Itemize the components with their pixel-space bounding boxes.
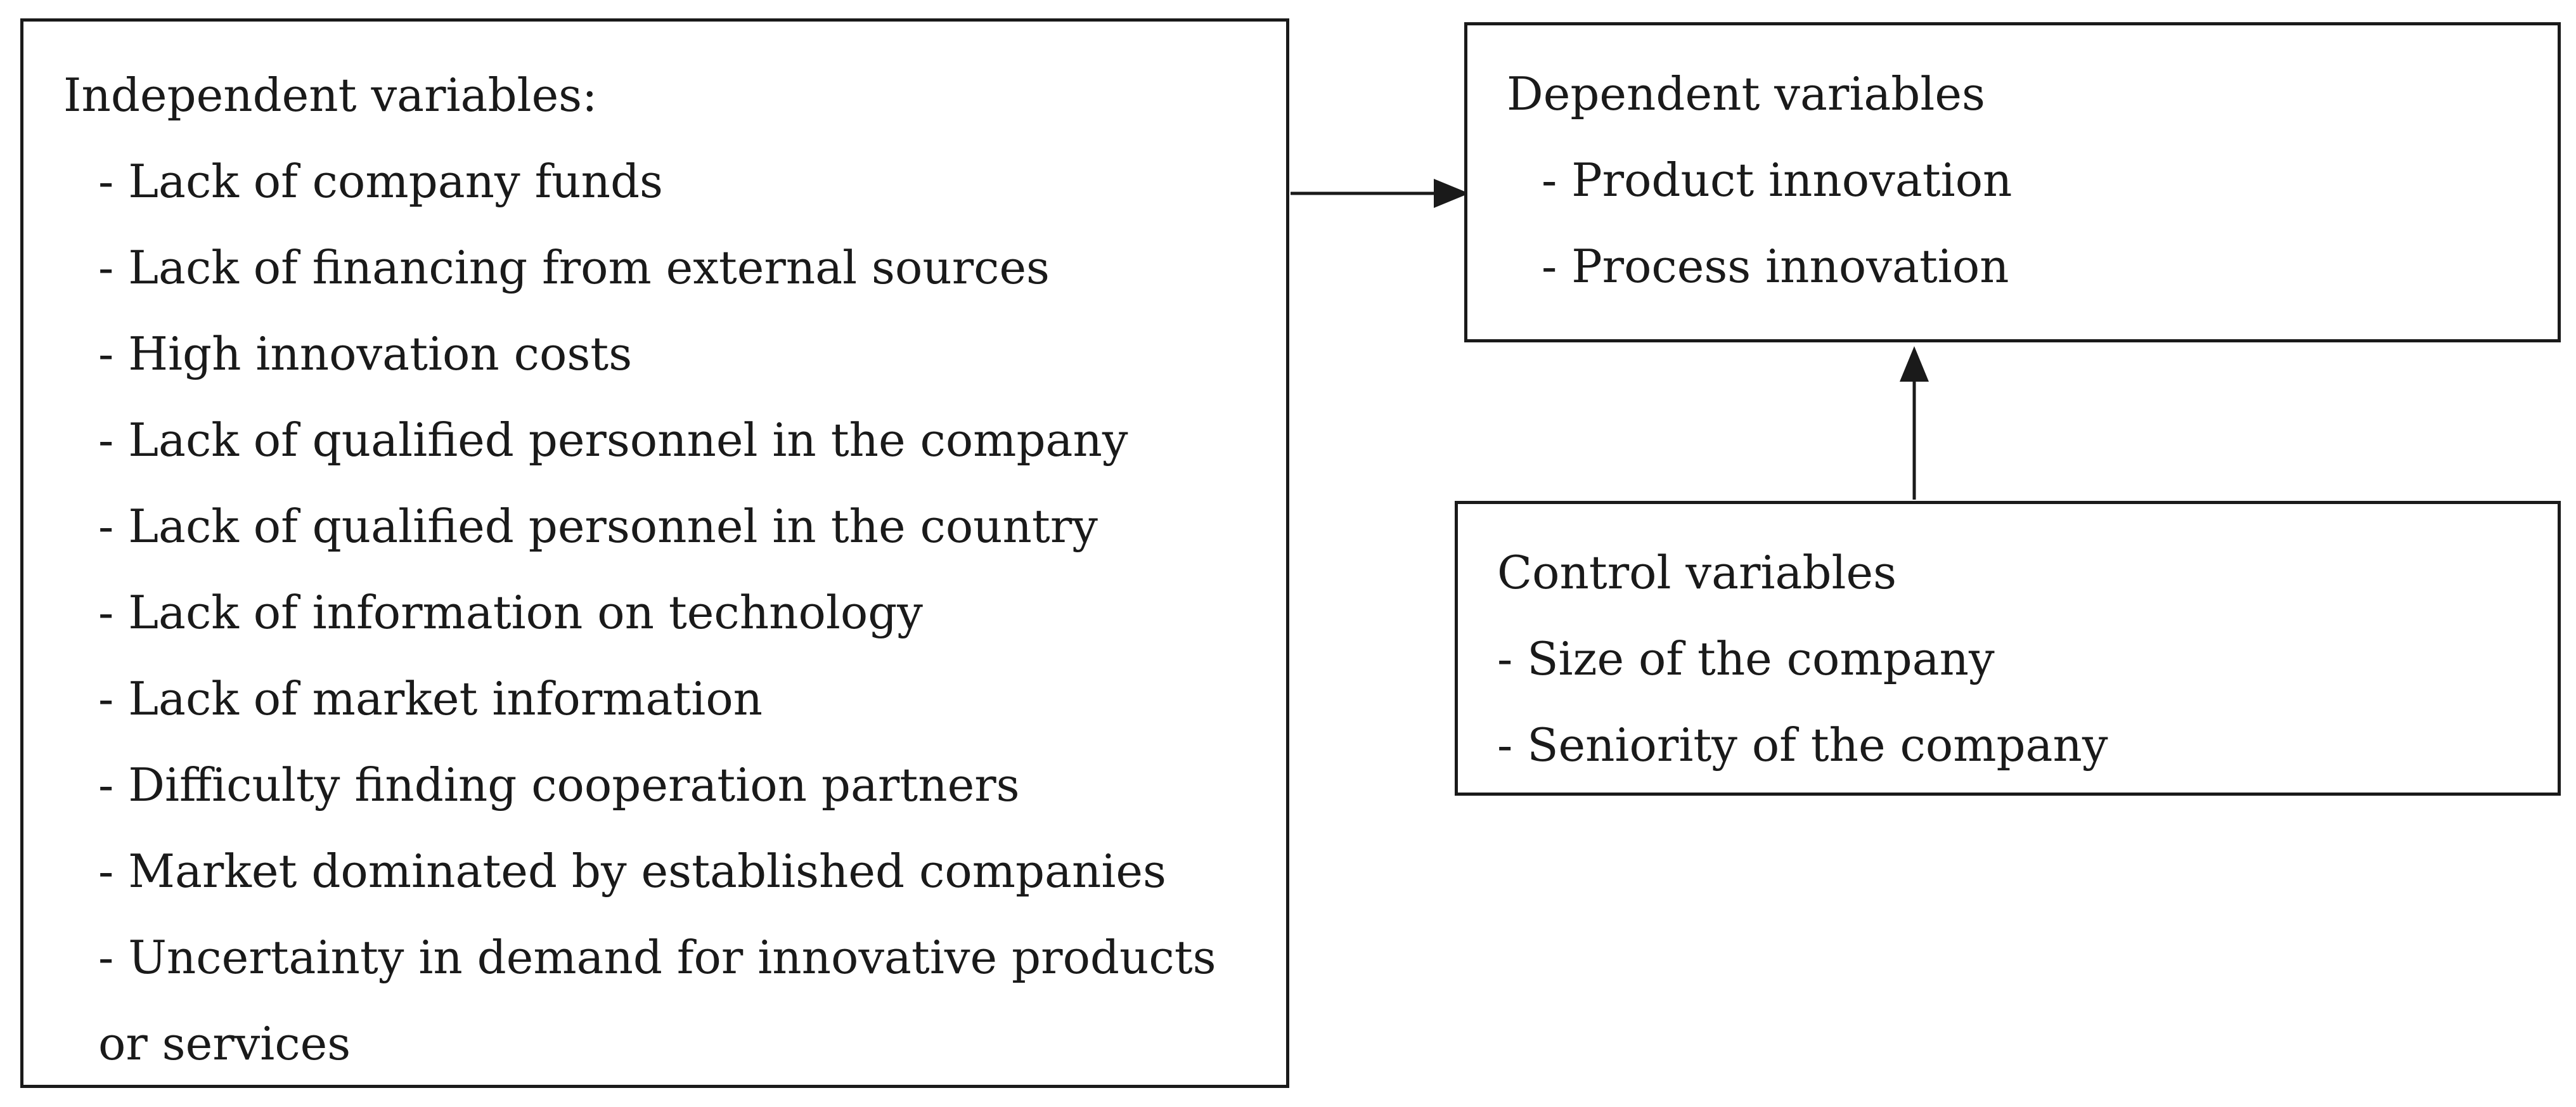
control-variables-heading: Control variables	[1497, 546, 1897, 599]
independent-item-personnel-country: - Lack of qualified personnel in the cou…	[98, 500, 1098, 553]
control-variables-box: Control variables - Size of the company …	[1455, 501, 2561, 796]
dependent-variables-box: Dependent variables - Product innovation…	[1464, 22, 2561, 342]
independent-variables-box: Independent variables: - Lack of company…	[20, 18, 1289, 1088]
arrow-independent-to-dependent	[1291, 179, 1469, 208]
independent-item-market-info: - Lack of market information	[98, 672, 763, 725]
independent-item-demand-uncertainty-continued: or services	[98, 1017, 351, 1070]
independent-variables-heading: Independent variables:	[63, 68, 598, 122]
dependent-item-product-innovation: - Product innovation	[1542, 153, 2012, 207]
independent-item-innovation-costs: - High innovation costs	[98, 327, 633, 380]
control-item-company-size: - Size of the company	[1497, 632, 1995, 685]
dependent-variables-heading: Dependent variables	[1507, 67, 1985, 120]
independent-item-external-financing: - Lack of financing from external source…	[98, 241, 1050, 294]
independent-item-demand-uncertainty: - Uncertainty in demand for innovative p…	[98, 931, 1216, 984]
independent-item-cooperation-partners: - Difficulty finding cooperation partner…	[98, 758, 1020, 812]
arrow-control-to-dependent	[1900, 346, 1929, 500]
dependent-item-process-innovation: - Process innovation	[1542, 240, 2009, 293]
independent-item-market-dominated: - Market dominated by established compan…	[98, 845, 1166, 898]
independent-item-funds: - Lack of company funds	[98, 155, 663, 208]
independent-item-personnel-company: - Lack of qualified personnel in the com…	[98, 413, 1128, 467]
independent-item-technology-info: - Lack of information on technology	[98, 586, 923, 639]
control-item-company-seniority: - Seniority of the company	[1497, 718, 2108, 772]
